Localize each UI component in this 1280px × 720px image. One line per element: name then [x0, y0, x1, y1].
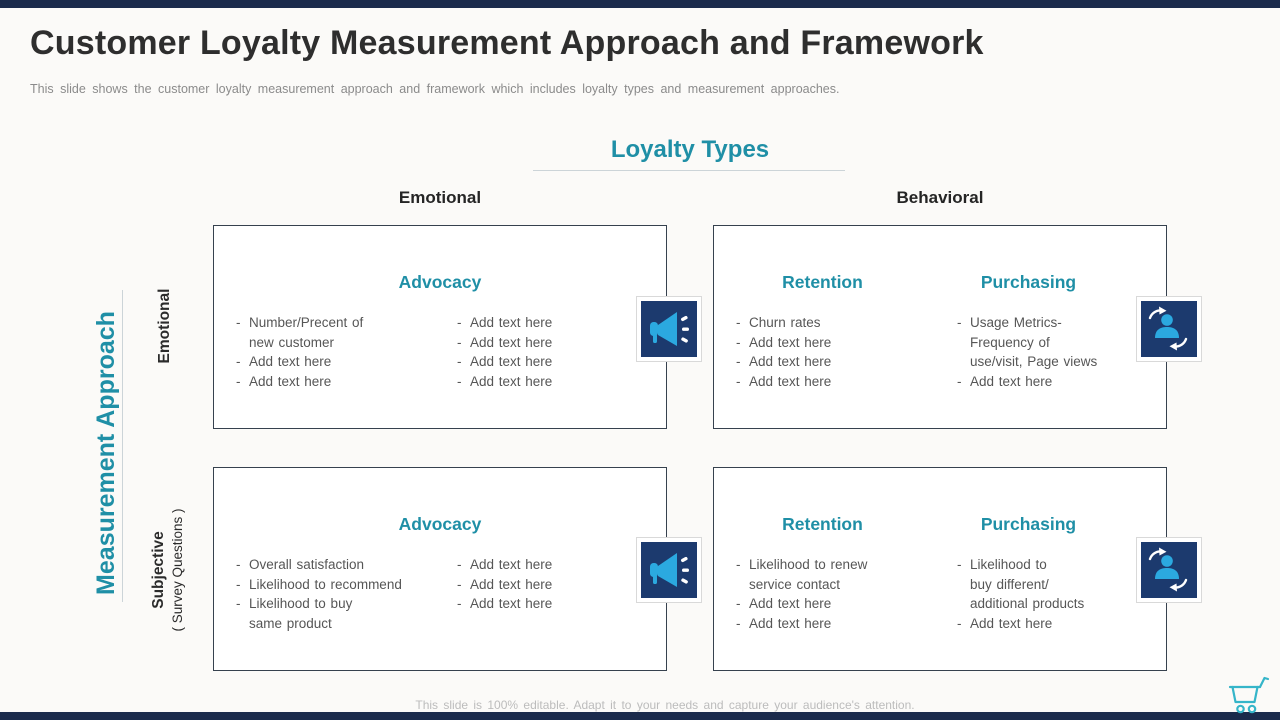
megaphone-icon [636, 296, 702, 362]
column-axis-underline [533, 170, 845, 171]
row-header-subjective-label: Subjective [150, 531, 167, 609]
page-title: Customer Loyalty Measurement Approach an… [30, 24, 984, 62]
row-header-subjective: Subjective ( Survey Questions ) [149, 495, 193, 645]
box-header-retention: Retention [782, 272, 863, 292]
box-header-purchasing: Purchasing [980, 514, 1077, 534]
shopping-cart-icon [1222, 672, 1274, 720]
customer-repeat-icon [1136, 537, 1202, 603]
list-item: Likelihood to renew service contact [736, 555, 931, 594]
slide-description: This slide shows the customer loyalty me… [30, 82, 840, 96]
list-item: Add text here [457, 555, 666, 575]
quadrant-box-emotional-emotional: Advocacy Number/Precent of new customer … [213, 225, 667, 429]
row-header-subjective-sublabel: ( Survey Questions ) [170, 508, 185, 632]
list-item: Add text here [457, 575, 666, 595]
quadrant-box-emotional-subjective: Advocacy Overall satisfaction Likelihood… [213, 467, 667, 671]
list-item: Overall satisfaction [236, 555, 431, 575]
row-header-emotional: Emotional [156, 288, 173, 364]
quadrant-box-behavioral-subjective: Retention Purchasing Likelihood to renew… [713, 467, 1167, 671]
column-axis-title: Loyalty Types [610, 136, 770, 163]
list-item: Add text here [236, 372, 431, 392]
customer-repeat-icon [1136, 296, 1202, 362]
list-item: Churn rates [736, 313, 931, 333]
list-item: Add text here [736, 594, 931, 614]
list-item: Number/Precent of new customer [236, 313, 431, 352]
megaphone-icon [636, 537, 702, 603]
list-item: Add text here [236, 352, 431, 372]
list-item: Add text here [736, 372, 931, 392]
box-header: Advocacy [398, 514, 482, 534]
list-item: Add text here [457, 333, 666, 353]
column-header-behavioral: Behavioral [896, 188, 984, 207]
quadrant-box-behavioral-emotional: Retention Purchasing Churn rates Add tex… [713, 225, 1167, 429]
list-item: Likelihood to recommend [236, 575, 431, 595]
box-header-retention: Retention [782, 514, 863, 534]
box-header-purchasing: Purchasing [980, 272, 1077, 292]
list-item: Add text here [957, 372, 1166, 392]
list-item: Add text here [457, 352, 666, 372]
list-item: Add text here [736, 614, 931, 634]
list-item: Add text here [457, 372, 666, 392]
footer-note: This slide is 100% editable. Adapt it to… [415, 698, 915, 712]
row-axis-title: Measurement Approach [92, 311, 120, 595]
top-accent-bar [0, 0, 1280, 8]
list-item: Add text here [736, 333, 931, 353]
bottom-accent-bar [0, 712, 1280, 720]
column-header-emotional: Emotional [398, 188, 482, 207]
row-axis-line [122, 290, 123, 602]
list-item: Add text here [457, 594, 666, 614]
box-header: Advocacy [398, 272, 482, 292]
list-item: Add text here [957, 614, 1166, 634]
list-item: Add text here [736, 352, 931, 372]
list-item: Add text here [457, 313, 666, 333]
list-item: Likelihood to buy same product [236, 594, 431, 633]
list-item: Usage Metrics- Frequency of use/visit, P… [957, 313, 1166, 372]
list-item: Likelihood to buy different/ additional … [957, 555, 1166, 614]
